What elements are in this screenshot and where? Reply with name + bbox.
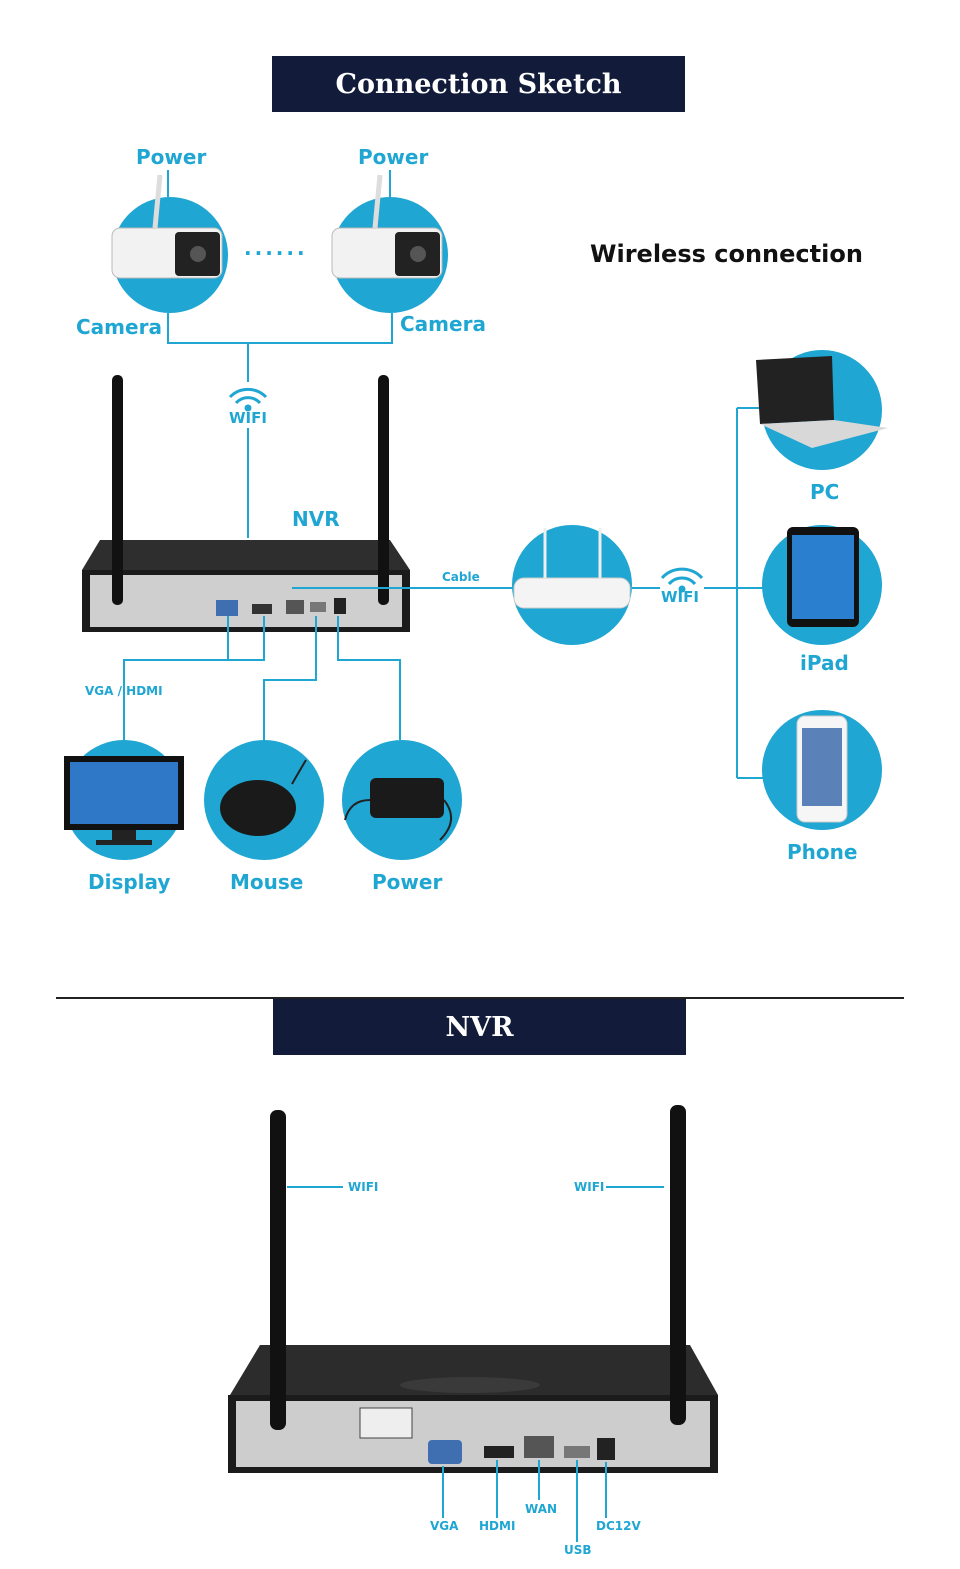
wireless-connection-heading: Wireless connection: [590, 240, 863, 268]
antenna-left-wifi-label: WIFI: [348, 1180, 379, 1194]
laptop-icon: [756, 350, 888, 470]
tablet-icon: [762, 525, 882, 645]
antenna-left-icon: [270, 1110, 286, 1430]
nvr-banner: NVR: [273, 999, 686, 1055]
nvr-title: NVR: [445, 1011, 514, 1043]
camera-left-power-label: Power: [136, 145, 207, 169]
section-divider: [56, 997, 904, 999]
port-dc12v-label: DC12V: [596, 1519, 641, 1533]
nvr-device-icon: [82, 375, 410, 632]
wifi-top-icon: [228, 387, 268, 412]
wifi-top-label: WIFI: [229, 409, 267, 427]
device-pc-label: PC: [810, 480, 840, 504]
peripheral-power-label: Power: [372, 870, 443, 894]
antenna-right-icon: [670, 1105, 686, 1425]
wifi-router-label: WIFI: [661, 588, 699, 606]
router-icon: [512, 525, 632, 645]
port-wan-label: WAN: [525, 1502, 558, 1516]
peripheral-mouse-label: Mouse: [230, 870, 304, 894]
camera-right-power-label: Power: [358, 145, 429, 169]
peripheral-display-label: Display: [88, 870, 171, 894]
port-vga-label: VGA: [430, 1519, 459, 1533]
camera-right-label: Camera: [400, 312, 486, 336]
port-hdmi-label: HDMI: [479, 1519, 516, 1533]
mouse-icon: [204, 740, 324, 860]
cable-label: Cable: [442, 570, 480, 584]
nvr-large-device-icon: [228, 1345, 718, 1473]
phone-icon: [762, 710, 882, 830]
antenna-right-wifi-label: WIFI: [574, 1180, 605, 1194]
device-phone-label: Phone: [787, 840, 858, 864]
connection-sketch-title: Connection Sketch: [335, 68, 622, 100]
connection-sketch-banner: Connection Sketch: [272, 56, 685, 112]
device-ipad-label: iPad: [800, 651, 849, 675]
power-adapter-icon: [342, 740, 462, 860]
monitor-icon: [64, 740, 184, 860]
camera-dots: ......: [244, 236, 308, 260]
camera-left-label: Camera: [76, 315, 162, 339]
wifi-router-icon: [660, 567, 704, 593]
camera-right-icon: [331, 174, 448, 313]
port-usb-label: USB: [564, 1543, 592, 1557]
vga-hdmi-label: VGA / HDMI: [85, 684, 163, 698]
camera-left-icon: [111, 174, 228, 313]
nvr-label: NVR: [292, 507, 340, 531]
